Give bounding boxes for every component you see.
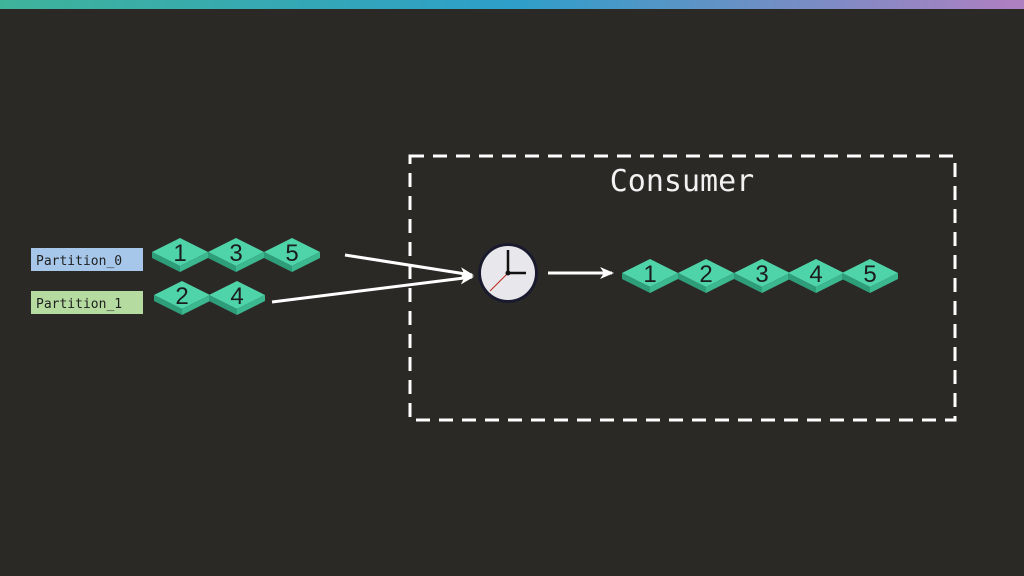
tile-side-right xyxy=(870,273,898,293)
message-tile: 5 xyxy=(842,259,898,293)
tile-side-left xyxy=(208,252,236,272)
tile-number: 4 xyxy=(230,283,243,310)
consumer-box xyxy=(408,154,957,422)
message-tile: 3 xyxy=(734,259,790,293)
message-tile: 2 xyxy=(154,281,210,315)
tile-number: 5 xyxy=(863,261,876,288)
tile-side-left xyxy=(678,273,706,293)
clock-icon xyxy=(478,243,538,303)
tile-side-right xyxy=(180,252,208,272)
top-gradient-bar xyxy=(0,0,1024,9)
tile-number: 2 xyxy=(699,261,712,288)
message-tile: 1 xyxy=(152,238,208,272)
tile-number: 2 xyxy=(175,283,188,310)
tile-side-right xyxy=(816,273,844,293)
tile-side-left xyxy=(209,295,237,315)
message-tile: 5 xyxy=(264,238,320,272)
partition-1-messages: 2 4 xyxy=(154,281,265,315)
tile-side-left xyxy=(154,295,182,315)
tile-side-left xyxy=(622,273,650,293)
tile-side-right xyxy=(706,273,734,293)
output-messages: 1 2 3 4 5 xyxy=(622,259,898,293)
message-tile: 4 xyxy=(788,259,844,293)
clock-center xyxy=(505,270,511,276)
partition-1-label-bg xyxy=(31,291,143,314)
partition-0-label-text: Partition_0 xyxy=(36,254,122,269)
partition-0-messages: 1 3 5 xyxy=(152,238,320,272)
message-tile: 1 xyxy=(622,259,678,293)
message-tile: 2 xyxy=(678,259,734,293)
tile-number: 1 xyxy=(173,240,186,267)
tile-number: 1 xyxy=(643,261,656,288)
partition-0-label: Partition_0 xyxy=(31,248,143,271)
message-tile: 3 xyxy=(208,238,264,272)
tile-number: 4 xyxy=(809,261,822,288)
tile-side-right xyxy=(237,295,265,315)
partition-0-label-bg xyxy=(31,248,143,271)
tile-side-left xyxy=(842,273,870,293)
consumer-title: Consumer xyxy=(610,164,755,199)
tile-side-right xyxy=(236,252,264,272)
tile-side-right xyxy=(762,273,790,293)
partition-1-label: Partition_1 xyxy=(31,291,143,314)
tile-side-left xyxy=(734,273,762,293)
tile-side-left xyxy=(264,252,292,272)
arrow-partition-1-to-clock xyxy=(271,272,474,304)
tile-number: 5 xyxy=(285,240,298,267)
tile-side-right xyxy=(650,273,678,293)
tile-number: 3 xyxy=(229,240,242,267)
clock-second-hand xyxy=(489,272,509,292)
tile-side-right xyxy=(182,295,210,315)
arrow-partition-0-to-clock xyxy=(344,253,474,280)
partition-1-label-text: Partition_1 xyxy=(36,297,122,312)
message-tile: 4 xyxy=(209,281,265,315)
tile-number: 3 xyxy=(755,261,768,288)
tile-side-right xyxy=(292,252,320,272)
tile-side-left xyxy=(788,273,816,293)
tile-side-left xyxy=(152,252,180,272)
